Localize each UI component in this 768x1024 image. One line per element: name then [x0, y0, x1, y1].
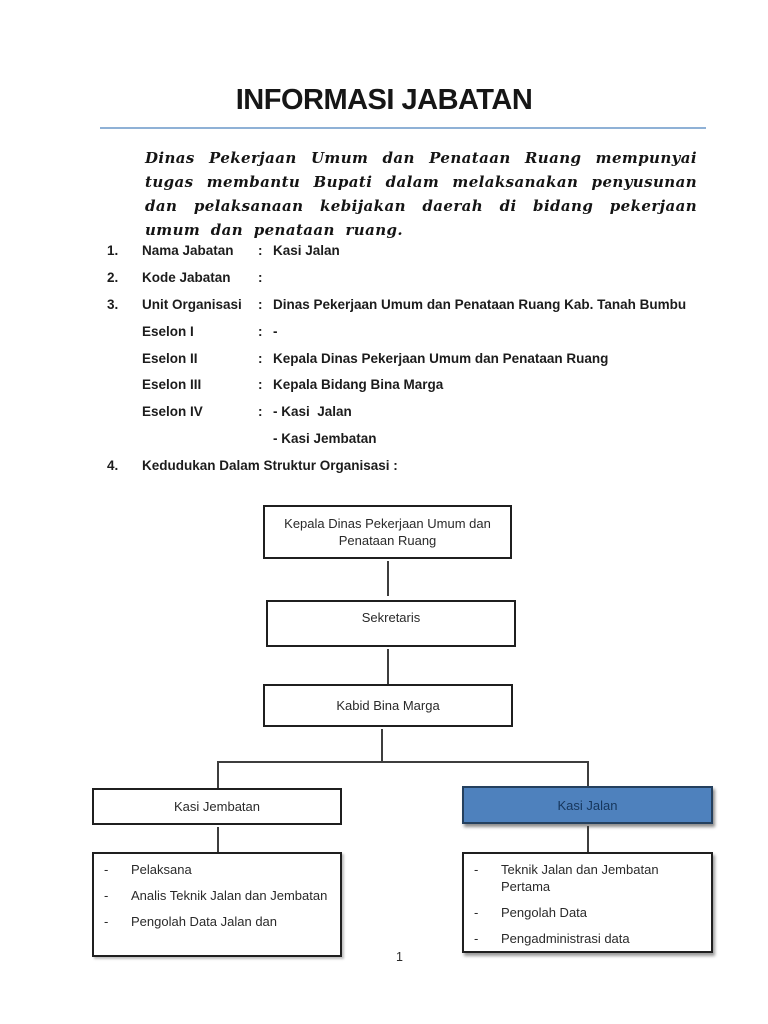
page-number: 1	[396, 950, 403, 964]
item-value: Dinas Pekerjaan Umum dan Penataan Ruang …	[273, 296, 687, 312]
item-number: 3.	[107, 296, 119, 312]
job-info-list: 1. Nama Jabatan : Kasi Jalan 2. Kode Jab…	[107, 243, 727, 486]
item-label: Eselon IV	[142, 404, 203, 420]
item-label: Kode Jabatan	[142, 269, 231, 285]
member-item: - Pengadministrasi data	[474, 930, 701, 947]
item-label: Kedudukan Dalam Struktur Organisasi :	[142, 458, 398, 474]
org-chart: Kepala Dinas Pekerjaan Umum dan Penataan…	[0, 495, 768, 1024]
item-label: Eselon II	[142, 350, 198, 366]
job-info-row-unit-organisasi: 3. Unit Organisasi : Dinas Pekerjaan Umu…	[107, 296, 727, 313]
item-colon: :	[258, 350, 263, 366]
item-value: - Kasi Jembatan	[273, 431, 377, 447]
connector-line	[587, 826, 589, 852]
connector-line	[387, 561, 389, 596]
member-label: Pengolah Data Jalan dan	[131, 914, 278, 929]
item-value: Kepala Dinas Pekerjaan Umum dan Penataan…	[273, 350, 609, 366]
item-value: Kasi Jalan	[273, 243, 340, 258]
connector-line	[387, 649, 389, 684]
job-info-row-kedudukan: 4. Kedudukan Dalam Struktur Organisasi :	[107, 459, 727, 474]
member-label: Pengolah Data	[501, 905, 588, 920]
item-label: Nama Jabatan	[142, 243, 234, 258]
item-colon: :	[258, 377, 263, 393]
member-label: Pengadministrasi data	[501, 931, 630, 946]
connector-line	[217, 827, 219, 852]
connector-line	[381, 729, 383, 762]
dash-bullet: -	[474, 862, 479, 877]
member-label: Analis Teknik Jalan dan Jembatan	[131, 888, 328, 903]
member-item: - Teknik Jalan dan Jembatan Pertama	[474, 861, 701, 895]
dash-bullet: -	[104, 914, 109, 929]
org-members-kasi-jembatan: - Pelaksana - Analis Teknik Jalan dan Je…	[92, 852, 342, 957]
member-item: - Pengolah Data	[474, 904, 701, 921]
job-info-row-nama-jabatan: 1. Nama Jabatan : Kasi Jalan	[107, 243, 727, 259]
item-colon: :	[258, 404, 263, 420]
dash-bullet: -	[474, 931, 479, 946]
item-colon: :	[258, 243, 263, 258]
item-number: 2.	[107, 269, 119, 285]
org-box-sekretaris: Sekretaris	[266, 600, 516, 647]
member-item: - Pengolah Data Jalan dan	[104, 913, 330, 930]
org-box-kasi-jalan-highlighted: Kasi Jalan	[462, 786, 713, 824]
item-label: Eselon III	[142, 377, 202, 393]
item-label: Unit Organisasi	[142, 296, 242, 312]
dash-bullet: -	[474, 905, 479, 920]
dash-bullet: -	[104, 862, 109, 877]
org-box-kasi-jembatan: Kasi Jembatan	[92, 788, 342, 825]
item-number: 4.	[107, 458, 119, 474]
job-info-row-kode-jabatan: 2. Kode Jabatan :	[107, 269, 727, 286]
job-info-row-eselon-4: Eselon IV : - Kasi Jalan	[107, 405, 727, 420]
member-item: - Pelaksana	[104, 861, 330, 878]
intro-paragraph: Dinas Pekerjaan Umum dan Penataan Ruang …	[145, 149, 697, 239]
job-info-row-eselon-1: Eselon I : -	[107, 323, 727, 340]
item-value: -	[273, 323, 278, 339]
member-item: - Analis Teknik Jalan dan Jembatan	[104, 887, 330, 904]
connector-line	[587, 761, 589, 787]
item-value: Kepala Bidang Bina Marga	[273, 377, 444, 393]
org-members-kasi-jalan: - Teknik Jalan dan Jembatan Pertama - Pe…	[462, 852, 713, 953]
member-label: Pelaksana	[131, 862, 192, 877]
item-colon: :	[258, 296, 263, 312]
dash-bullet: -	[104, 888, 109, 903]
connector-line	[217, 761, 589, 763]
title-underline	[100, 127, 706, 129]
org-box-kabid-bina-marga: Kabid Bina Marga	[263, 684, 513, 727]
org-box-kepala-dinas: Kepala Dinas Pekerjaan Umum dan Penataan…	[263, 505, 512, 559]
page-title: INFORMASI JABATAN	[235, 84, 533, 116]
item-value: - Kasi Jalan	[273, 404, 352, 420]
item-label: Eselon I	[142, 323, 194, 339]
job-info-row-eselon-2: Eselon II : Kepala Dinas Pekerjaan Umum …	[107, 350, 727, 367]
item-colon: :	[258, 323, 263, 339]
item-colon: :	[258, 269, 263, 285]
job-info-row-eselon-4-cont: - Kasi Jembatan	[107, 432, 727, 447]
member-label: Teknik Jalan dan Jembatan Pertama	[501, 862, 659, 894]
connector-line	[217, 761, 219, 789]
item-number: 1.	[107, 243, 119, 258]
job-info-row-eselon-3: Eselon III : Kepala Bidang Bina Marga	[107, 378, 727, 393]
